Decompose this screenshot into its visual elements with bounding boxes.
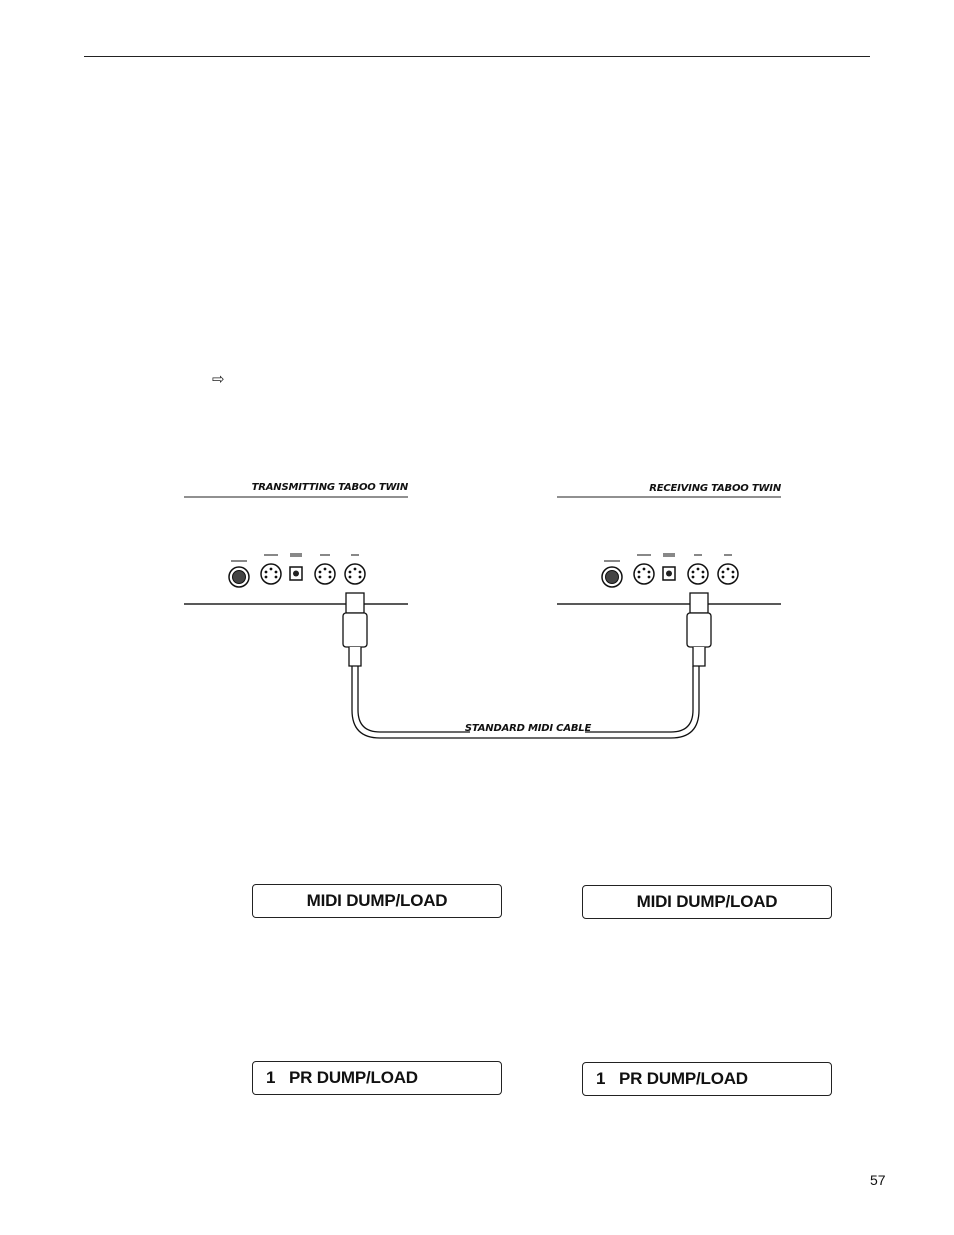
midi-in-port-icon [687, 563, 709, 585]
lcd-pr-dump-load-right: 1 PR DUMP/LOAD [582, 1062, 832, 1096]
lcd-text: MIDI DUMP/LOAD [306, 891, 448, 910]
midi-out-port-icon [344, 563, 366, 585]
transmitting-unit-jacks [228, 553, 366, 588]
transmitting-midi-plug [342, 592, 368, 667]
jack-socket-icon [228, 566, 250, 588]
power-socket-icon [289, 566, 303, 581]
midi-connection-diagram: TRANSMITTING TABOO TWIN [180, 470, 790, 750]
lcd-number: 1 [596, 1069, 606, 1088]
midi-port-icon [314, 563, 336, 585]
cable-label: STANDARD MIDI CABLE [465, 723, 592, 734]
lcd-text: PR DUMP/LOAD [619, 1069, 748, 1088]
lcd-midi-dump-load-right: MIDI DUMP/LOAD [582, 885, 832, 919]
midi-cable [351, 666, 700, 739]
jack-socket-icon [601, 566, 623, 588]
midi-port-icon [633, 563, 655, 585]
power-socket-icon [662, 566, 676, 581]
receiving-unit-label: RECEIVING TABOO TWIN [649, 483, 782, 494]
transmitting-unit-label: TRANSMITTING TABOO TWIN [252, 482, 409, 493]
lcd-text: PR DUMP/LOAD [289, 1068, 418, 1087]
lcd-pr-dump-load-left: 1 PR DUMP/LOAD [252, 1061, 502, 1095]
midi-port-icon [717, 563, 739, 585]
lcd-number: 1 [266, 1068, 276, 1087]
midi-port-icon [260, 563, 282, 585]
lcd-text: MIDI DUMP/LOAD [636, 892, 778, 911]
arrow-right-icon: ⇨ [212, 370, 225, 388]
receiving-unit-jacks [601, 553, 739, 588]
header-rule [84, 56, 870, 57]
midi-connection-svg: TRANSMITTING TABOO TWIN [184, 482, 782, 739]
page-number: 57 [870, 1172, 886, 1188]
lcd-midi-dump-load-left: MIDI DUMP/LOAD [252, 884, 502, 918]
receiving-midi-plug [686, 592, 712, 667]
